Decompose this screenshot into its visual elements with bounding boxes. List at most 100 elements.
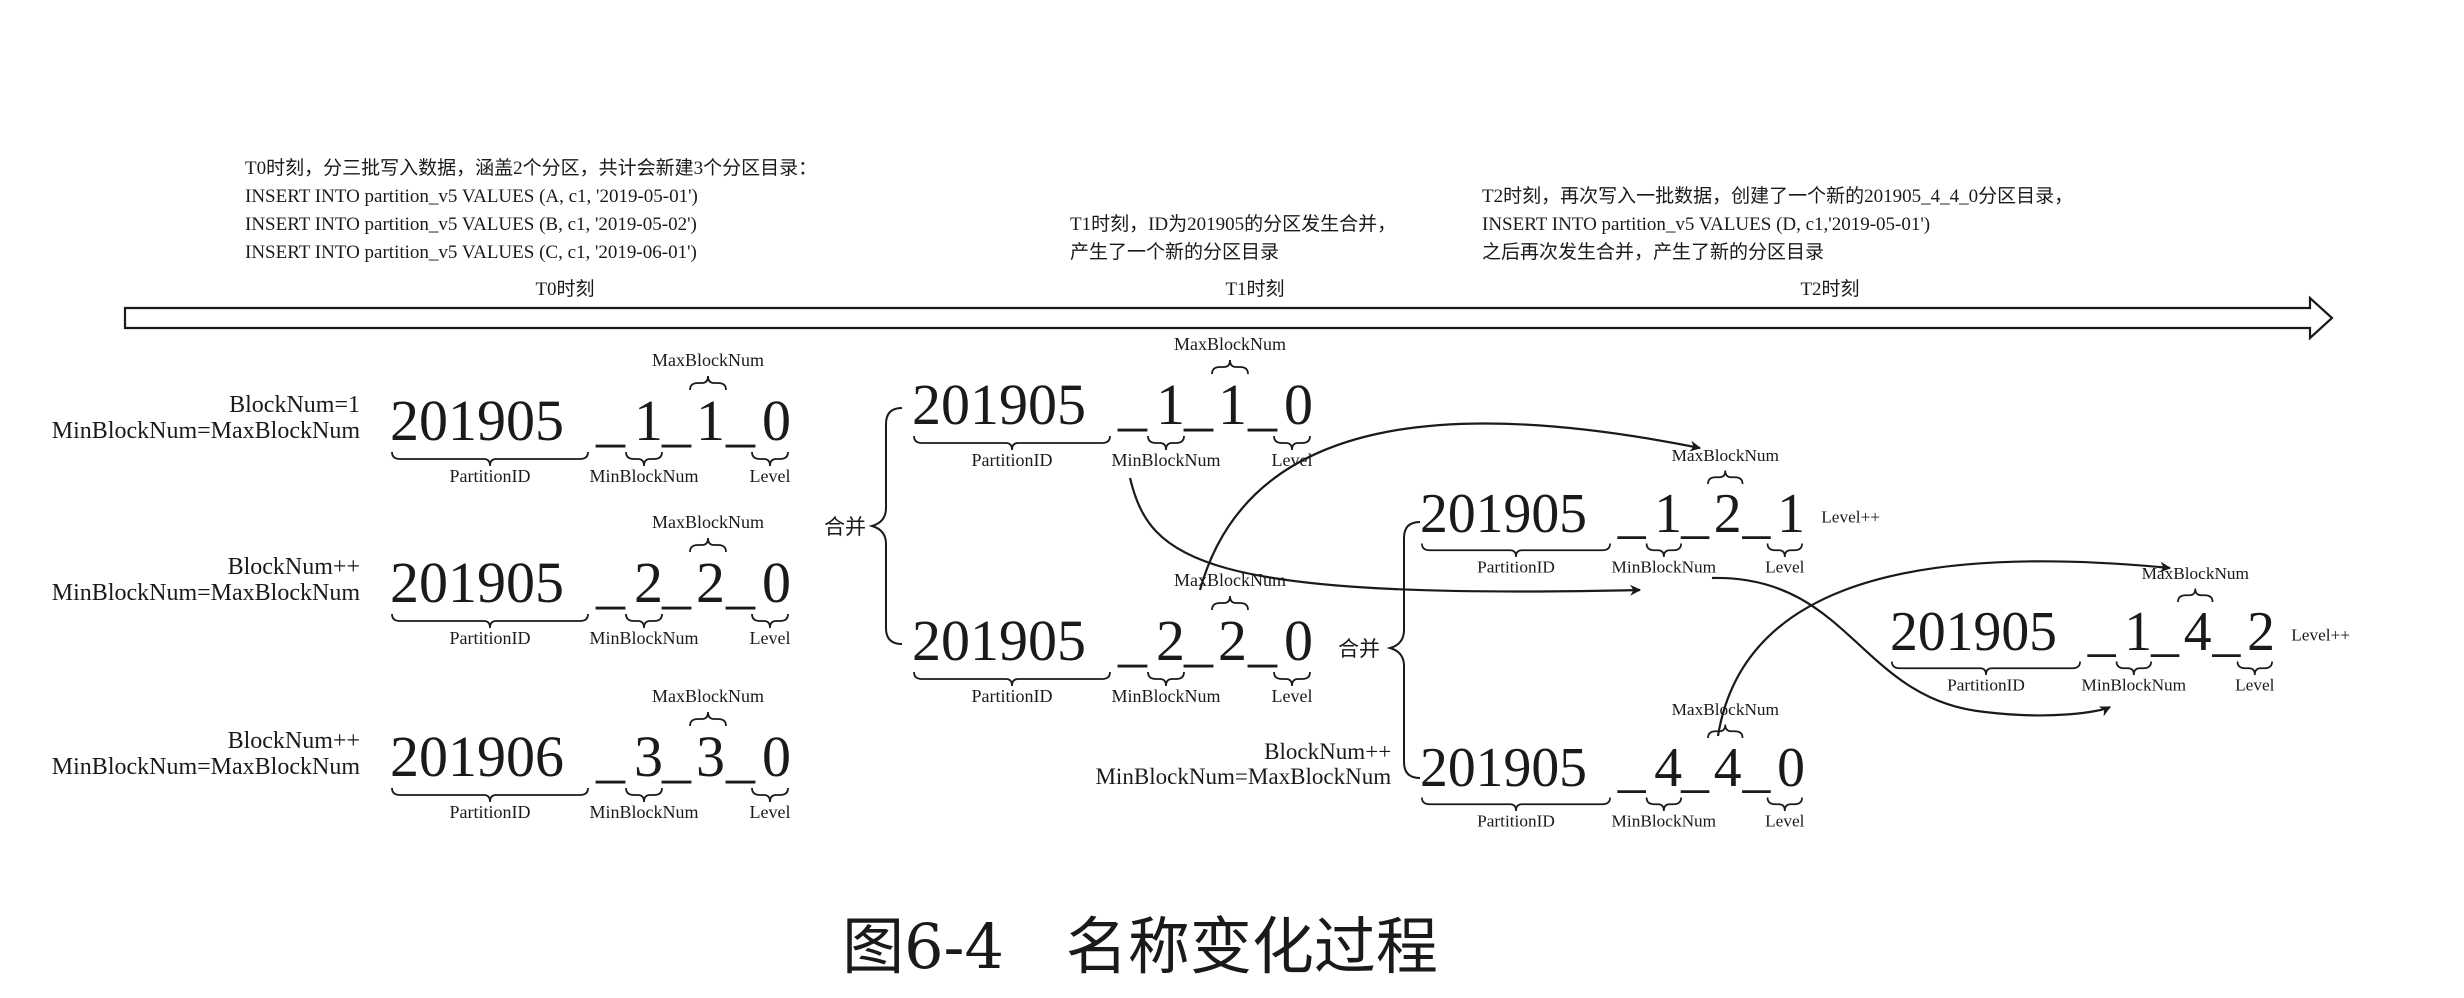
partition-id-label: PartitionID [1477,811,1555,830]
underscore: _ [1183,608,1214,673]
min-block-label: MinBlockNum [1612,557,1717,576]
level-value: 0 [762,388,791,453]
merge-arrow-max-to-max-t2 [1716,560,2172,737]
max-block-brace [1211,359,1249,375]
min-block-brace [1645,543,1682,557]
max-block-brace [689,711,727,727]
level-label: Level [1272,686,1313,706]
min-max-rule-label: MinBlockNum=MaxBlockNum [52,754,361,780]
partition-id-label: PartitionID [972,450,1053,470]
max-block-value: 2 [1714,483,1742,545]
level-brace [2236,661,2273,675]
t0-desc-line-1: T0时刻，分三批写入数据，涵盖2个分区，共计会新建3个分区目录： [245,157,817,179]
min-block-value: 2 [634,550,663,615]
min-block-brace [625,451,663,467]
t0-time-label: T0时刻 [535,278,594,300]
t0-annotation: T0时刻，分三批写入数据，涵盖2个分区，共计会新建3个分区目录： INSERT … [245,157,817,300]
partition-id-value: 201905 [912,372,1086,437]
underscore: _ [725,724,756,789]
t1-desc-line-1: T1时刻，ID为201905的分区发生合并， [1070,213,1396,235]
underscore: _ [661,550,692,615]
level-label: Level [2235,675,2275,694]
level-label: Level [1765,811,1805,830]
min-block-value: 4 [1654,737,1682,799]
level-brace [1273,671,1311,687]
min-max-rule-label: MinBlockNum=MaxBlockNum [52,418,361,444]
underscore: _ [1183,372,1214,437]
level-label: Level [750,466,791,486]
underscore: _ [1617,737,1647,799]
t2-annotation: T2时刻，再次写入一批数据，创建了一个新的201905_4_4_0分区目录， I… [1482,185,2073,300]
min-block-label: MinBlockNum [1111,450,1220,470]
partition-id-label: PartitionID [1947,675,2025,694]
partition-id-brace [1891,661,2081,675]
max-block-label: MaxBlockNum [1174,570,1286,590]
merge-brace-t2: 合并 [1338,521,1421,779]
t0-desc-line-3: INSERT INTO partition_v5 VALUES (B, c1, … [245,214,697,235]
underscore: _ [1117,608,1148,673]
min-block-value: 1 [1654,483,1682,545]
max-block-label: MaxBlockNum [1672,446,1780,465]
partition-id-brace [391,451,589,467]
level-value: 2 [2247,601,2275,663]
max-block-brace [689,375,727,391]
blocknum-rule-label: BlockNum=1 [229,392,360,418]
partition-id-label: PartitionID [450,628,531,648]
min-max-rule-label: MinBlockNum=MaxBlockNum [52,580,361,606]
min-block-value: 1 [1156,372,1185,437]
underscore: _ [1617,483,1647,545]
max-block-brace [2177,588,2214,603]
merge-label-t1: 合并 [824,515,866,539]
level-value: 0 [1284,372,1313,437]
partition-id-value: 201905 [390,388,564,453]
underscore: _ [1247,608,1278,673]
partition-id-label: PartitionID [450,466,531,486]
min-block-brace [625,787,663,803]
t2-time-label: T2时刻 [1800,278,1859,300]
t2-desc-line-1: T2时刻，再次写入一批数据，创建了一个新的201905_4_4_0分区目录， [1482,185,2073,207]
partition-id-brace [391,613,589,629]
max-block-value: 1 [696,388,725,453]
underscore: _ [2212,601,2242,663]
underscore: _ [725,550,756,615]
t1-desc-line-2: 产生了一个新的分区目录 [1070,241,1279,263]
partition-id-brace [913,671,1111,687]
min-block-label: MinBlockNum [589,466,698,486]
max-block-brace [689,537,727,553]
level-increment-label: Level++ [2291,625,2350,644]
partition-id-value: 201905 [1420,737,1587,799]
min-block-brace [2115,661,2152,675]
min-block-value: 1 [2124,601,2152,663]
partition-id-label: PartitionID [1477,557,1555,576]
partition-id-value: 201906 [390,724,564,789]
partition-id-value: 201905 [1890,601,2057,663]
partition-id-brace [1421,797,1611,811]
min-block-value: 3 [634,724,663,789]
merge-arrow-min-to-min-t2 [1711,576,2111,717]
partition-id-value: 201905 [1420,483,1587,545]
partition-id-value: 201905 [390,550,564,615]
underscore: _ [1742,483,1772,545]
max-block-label: MaxBlockNum [652,512,764,532]
underscore: _ [1742,737,1772,799]
level-increment-label: Level++ [1821,507,1880,526]
partition-id-label: PartitionID [450,802,531,822]
min-block-value: 2 [1156,608,1185,673]
level-brace [751,787,789,803]
underscore: _ [2150,601,2180,663]
partition-id-brace [913,435,1111,451]
t0-desc-line-2: INSERT INTO partition_v5 VALUES (A, c1, … [245,186,698,207]
max-block-label: MaxBlockNum [652,350,764,370]
min-block-label: MinBlockNum [1612,811,1717,830]
underscore: _ [2087,601,2117,663]
t1-annotation: T1时刻，ID为201905的分区发生合并， 产生了一个新的分区目录 T1时刻 [1070,213,1396,300]
max-block-label: MaxBlockNum [1672,700,1780,719]
level-value: 1 [1777,483,1805,545]
underscore: _ [595,550,626,615]
max-block-value: 1 [1218,372,1247,437]
